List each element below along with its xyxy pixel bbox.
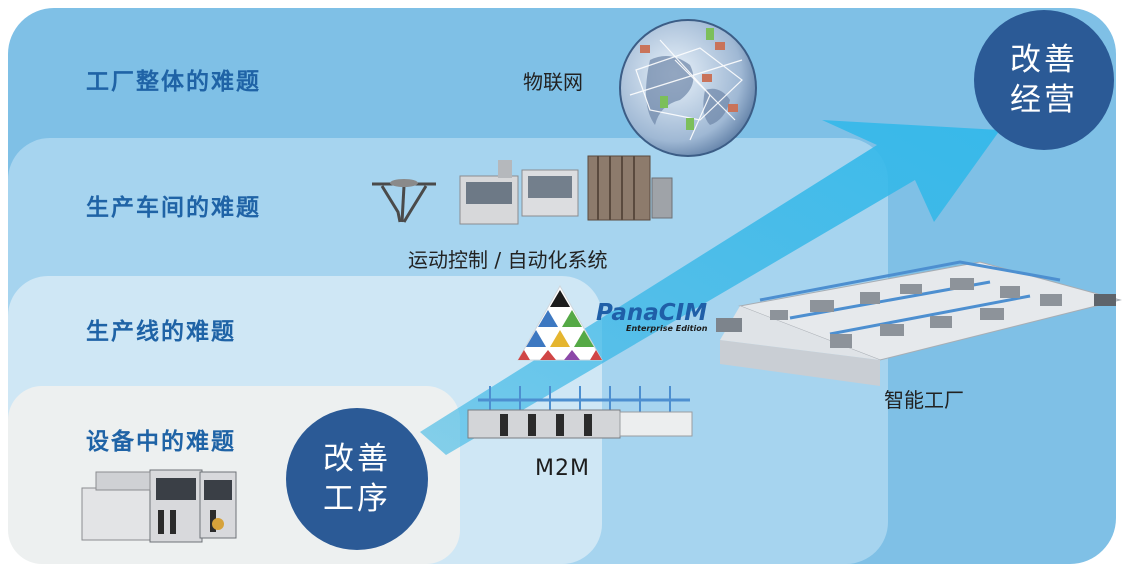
m2m-caption: M2M <box>535 456 590 481</box>
improve-management-line-1: 改善 <box>1010 42 1078 78</box>
improve-process-line-1: 改善 <box>323 441 391 477</box>
m2m-production-line-image <box>467 386 693 439</box>
panacim-name: PanaCIM <box>596 300 708 326</box>
iot-globe-image <box>619 19 757 157</box>
improve-process-circle: 改善 工序 <box>286 408 428 550</box>
improve-process-line-2: 工序 <box>323 481 391 517</box>
improve-management-line-2: 经营 <box>1010 82 1078 118</box>
equipment-level-label: 设备中的难题 <box>86 429 236 455</box>
automation-machines-image <box>372 155 673 225</box>
panacim-logo: PanaCIM Enterprise Edition <box>596 300 707 333</box>
line-level-label: 生产线的难题 <box>86 319 236 345</box>
smart-factory-caption: 智能工厂 <box>884 388 964 412</box>
factory-level-label: 工厂整体的难题 <box>86 69 261 95</box>
panacim-triangle-icon <box>517 284 603 361</box>
panacim-edition: Enterprise Edition <box>626 324 708 333</box>
motion-control-caption: 运动控制 / 自动化系统 <box>408 248 608 272</box>
growth-arrow <box>420 120 1000 455</box>
iot-caption: 物联网 <box>523 70 583 94</box>
smart-factory-image <box>716 260 1122 386</box>
equipment-mounters-image <box>81 469 237 543</box>
improve-management-circle: 改善 经营 <box>974 10 1114 150</box>
workshop-level-label: 生产车间的难题 <box>86 195 261 221</box>
